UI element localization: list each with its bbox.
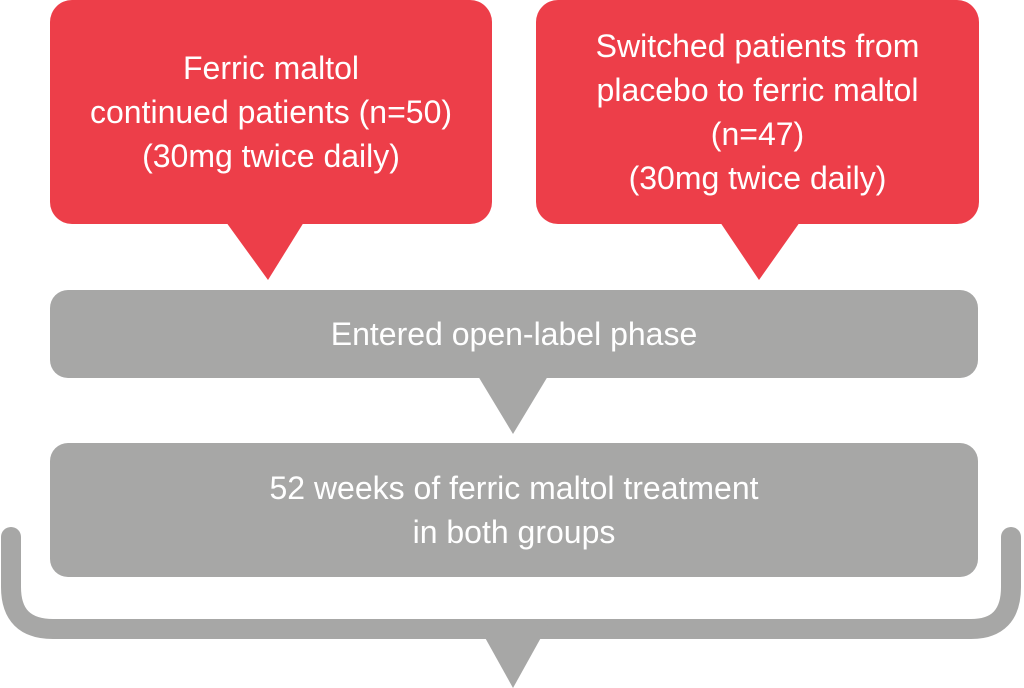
switched-placebo-box: Switched patients from placebo to ferric… — [536, 0, 979, 224]
open-label-pointer — [478, 376, 548, 434]
ferric-continued-text: Ferric maltol continued patients (n=50) … — [89, 50, 453, 174]
left-box-pointer — [226, 222, 304, 280]
treatment-52-weeks-text: 52 weeks of ferric maltol treatment in b… — [269, 470, 759, 550]
ferric-continued-box: Ferric maltol continued patients (n=50) … — [50, 0, 492, 224]
open-label-box: Entered open-label phase — [50, 290, 978, 378]
bracket-pointer — [478, 625, 548, 688]
right-box-pointer — [720, 222, 800, 280]
open-label-text: Entered open-label phase — [330, 316, 698, 352]
switched-placebo-text: Switched patients from placebo to ferric… — [595, 28, 920, 196]
treatment-52-weeks-box: 52 weeks of ferric maltol treatment in b… — [50, 443, 978, 577]
